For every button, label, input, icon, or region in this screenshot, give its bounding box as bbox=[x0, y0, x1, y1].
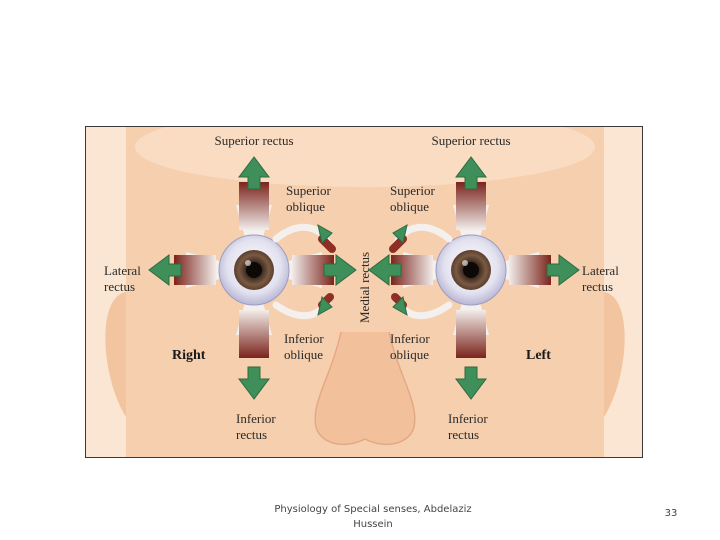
right-inferior-oblique-arrow-icon bbox=[317, 296, 333, 316]
footer-line-2: Hussein bbox=[353, 519, 393, 530]
left-up-arrow-icon bbox=[455, 156, 487, 190]
right-inferior-rectus-muscle bbox=[239, 310, 269, 358]
right-up-arrow-icon bbox=[238, 156, 270, 190]
right-ear bbox=[105, 292, 126, 417]
nose bbox=[314, 331, 416, 446]
page-number: 33 bbox=[664, 508, 678, 519]
label-superior-oblique-left: Superior oblique bbox=[390, 183, 438, 214]
extraocular-muscles-diagram: Superior rectus Superior rectus Superior… bbox=[85, 126, 643, 458]
label-superior-rectus-right: Superior rectus bbox=[214, 133, 293, 148]
left-medial-arrow-icon bbox=[368, 254, 402, 286]
diagram-canvas: Superior rectus Superior rectus Superior… bbox=[86, 127, 642, 457]
label-left-side: Left bbox=[526, 348, 551, 363]
left-eye-assembly bbox=[368, 156, 580, 400]
label-right-side: Right bbox=[172, 348, 206, 363]
left-superior-oblique-arrow-icon bbox=[392, 224, 408, 244]
left-inferior-oblique-arrow-icon bbox=[392, 296, 408, 316]
slide-footer: Physiology of Special senses, Abdelaziz … bbox=[255, 502, 491, 532]
label-superior-rectus-left: Superior rectus bbox=[431, 133, 510, 148]
label-superior-oblique-right: Superior oblique bbox=[286, 183, 334, 214]
label-superior-oblique-right-line1: Superior bbox=[286, 183, 331, 198]
left-lateral-rectus-muscle bbox=[509, 255, 551, 285]
right-superior-oblique-arrow-icon bbox=[317, 224, 333, 244]
right-eye-assembly bbox=[148, 156, 357, 400]
footer-line-1: Physiology of Special senses, Abdelaziz bbox=[274, 504, 472, 515]
left-lateral-arrow-icon bbox=[546, 254, 580, 286]
right-medial-arrow-icon bbox=[323, 254, 357, 286]
left-pupil bbox=[463, 262, 479, 278]
label-medial-rectus: Medial rectus bbox=[357, 252, 372, 323]
right-pupil bbox=[246, 262, 262, 278]
right-lateral-arrow-icon bbox=[148, 254, 182, 286]
right-down-arrow-icon bbox=[238, 366, 270, 400]
label-superior-oblique-left-line1: Superior bbox=[390, 183, 435, 198]
left-ear bbox=[604, 292, 625, 417]
left-inferior-rectus-muscle bbox=[456, 310, 486, 358]
left-down-arrow-icon bbox=[455, 366, 487, 400]
right-superior-rectus-muscle bbox=[239, 182, 269, 230]
left-superior-rectus-muscle bbox=[456, 182, 486, 230]
